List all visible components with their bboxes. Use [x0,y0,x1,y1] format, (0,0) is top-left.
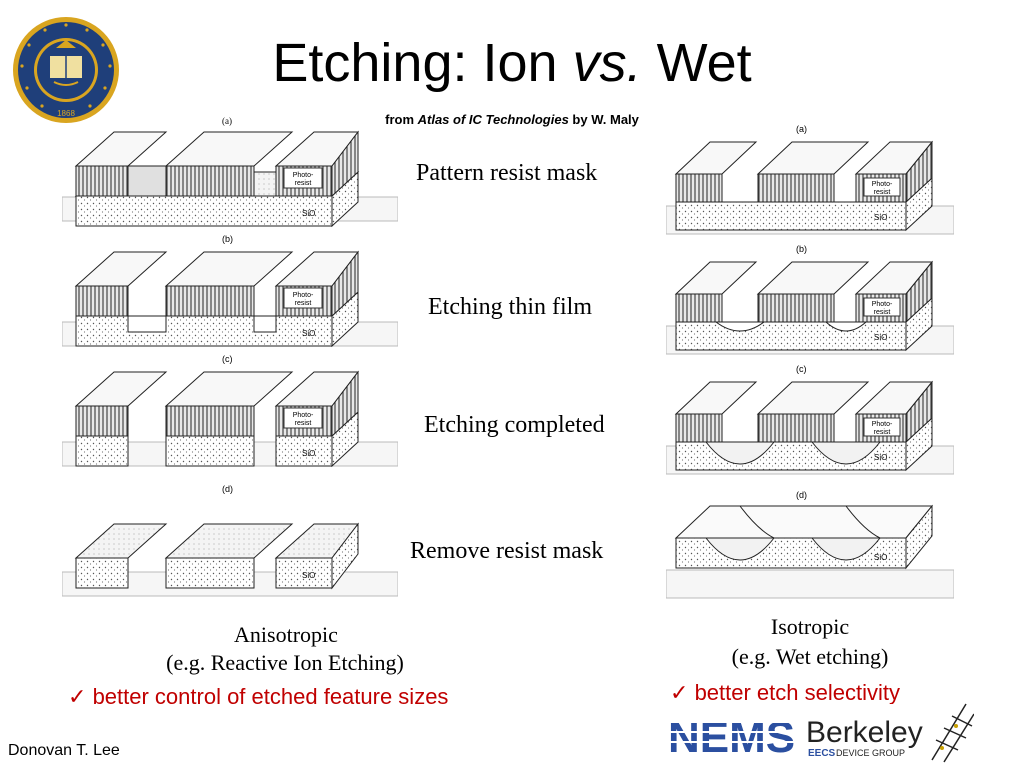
photoresist-label: Photo- [872,421,893,428]
photoresist-label: Photo- [872,181,893,188]
isotropic-benefit-text: better etch selectivity [694,680,900,705]
photoresist-label-2: resist [295,300,312,307]
panel-letter-a: (a) [222,116,232,126]
oxide-label: SiO [302,571,315,580]
university-seal-logo: 1868 [13,17,119,123]
anisotropic-benefit-text: better control of etched feature sizes [92,684,449,709]
oxide-label: SiO [874,333,887,342]
isotropic-caption: Isotropic [770,614,850,639]
anisotropic-panel-b: (b) Photo- resist SiO [62,234,398,348]
photoresist-label: Photo- [293,412,314,419]
title-text: Etching: Ion [272,33,573,93]
anisotropic-benefit: ✓ better control of etched feature sizes [68,684,448,710]
slide-title: Etching: Ion vs. Wet [0,28,1024,98]
photoresist-label-2: resist [295,420,312,427]
oxide-label: SiO [874,213,887,222]
anisotropic-panel-c: (c) Photo- resist SiO [62,354,398,468]
anisotropic-caption-example: (e.g. Reactive Ion Etching) [166,650,404,675]
oxide-label: SiO [874,553,887,562]
step-label-etching-thin-film: Etching thin film [428,294,592,320]
device-group-text: DEVICE GROUP [836,748,905,758]
checkmark-icon: ✓ [670,680,689,705]
checkmark-icon: ✓ [68,684,87,709]
title-italic-text: vs. [572,33,642,93]
photoresist-label-2: resist [874,309,891,316]
isotropic-panel-a: (a) Photo- resist SiO [666,124,954,235]
oxide-label: SiO [302,329,315,338]
step-label-remove-mask: Remove resist mask [410,538,604,564]
citation-prefix: from [385,112,418,127]
panel-letter-b: (b) [222,234,233,244]
isotropic-diagram: (a) Photo- resist SiO (b) Photo- resist … [666,124,954,599]
nems-logo-text: NEMS [668,713,795,762]
isotropic-benefit: ✓ better etch selectivity [670,680,900,706]
photoresist-label: Photo- [293,292,314,299]
anisotropic-diagram: (a) Photo- resist SiO (b) Photo- [62,116,398,597]
photoresist-label-2: resist [295,180,312,187]
eecs-text: EECS [808,748,836,759]
photoresist-label-2: resist [874,189,891,196]
panel-letter-c: (c) [796,364,807,374]
svg-text:1868: 1868 [57,109,75,118]
panel-letter-c: (c) [222,354,233,364]
title-text-end: Wet [641,33,752,93]
citation: from Atlas of IC Technologies by W. Maly [0,112,1024,127]
panel-letter-d: (d) [222,484,233,494]
photoresist-label: Photo- [872,301,893,308]
berkeley-logo-text: Berkeley [806,716,923,749]
oxide-label: SiO [302,209,315,218]
citation-book: Atlas of IC Technologies [417,112,569,127]
anisotropic-caption: Anisotropic [234,622,338,647]
panel-letter-a: (a) [796,124,807,134]
oxide-label: SiO [302,449,315,458]
panel-letter-d: (d) [796,490,807,500]
step-label-etching-completed: Etching completed [424,412,605,438]
nems-berkeley-logo: NEMS Berkeley EECS DEVICE GROUP [666,703,974,764]
anisotropic-panel-d: (d) SiO [62,484,398,597]
oxide-label: SiO [874,453,887,462]
photoresist-label: Photo- [293,172,314,179]
citation-suffix: by W. Maly [568,112,639,127]
isotropic-panel-c: (c) Photo- resist SiO [666,364,954,475]
isotropic-caption-example: (e.g. Wet etching) [731,644,889,669]
anisotropic-panel-a: (a) Photo- resist SiO [62,116,398,228]
panel-letter-b: (b) [796,244,807,254]
isotropic-panel-d: (d) SiO [666,490,954,599]
isotropic-panel-b: (b) Photo- resist SiO [666,244,954,355]
author-name: Donovan T. Lee [8,742,120,759]
photoresist-label-2: resist [874,429,891,436]
step-label-pattern: Pattern resist mask [416,160,598,186]
